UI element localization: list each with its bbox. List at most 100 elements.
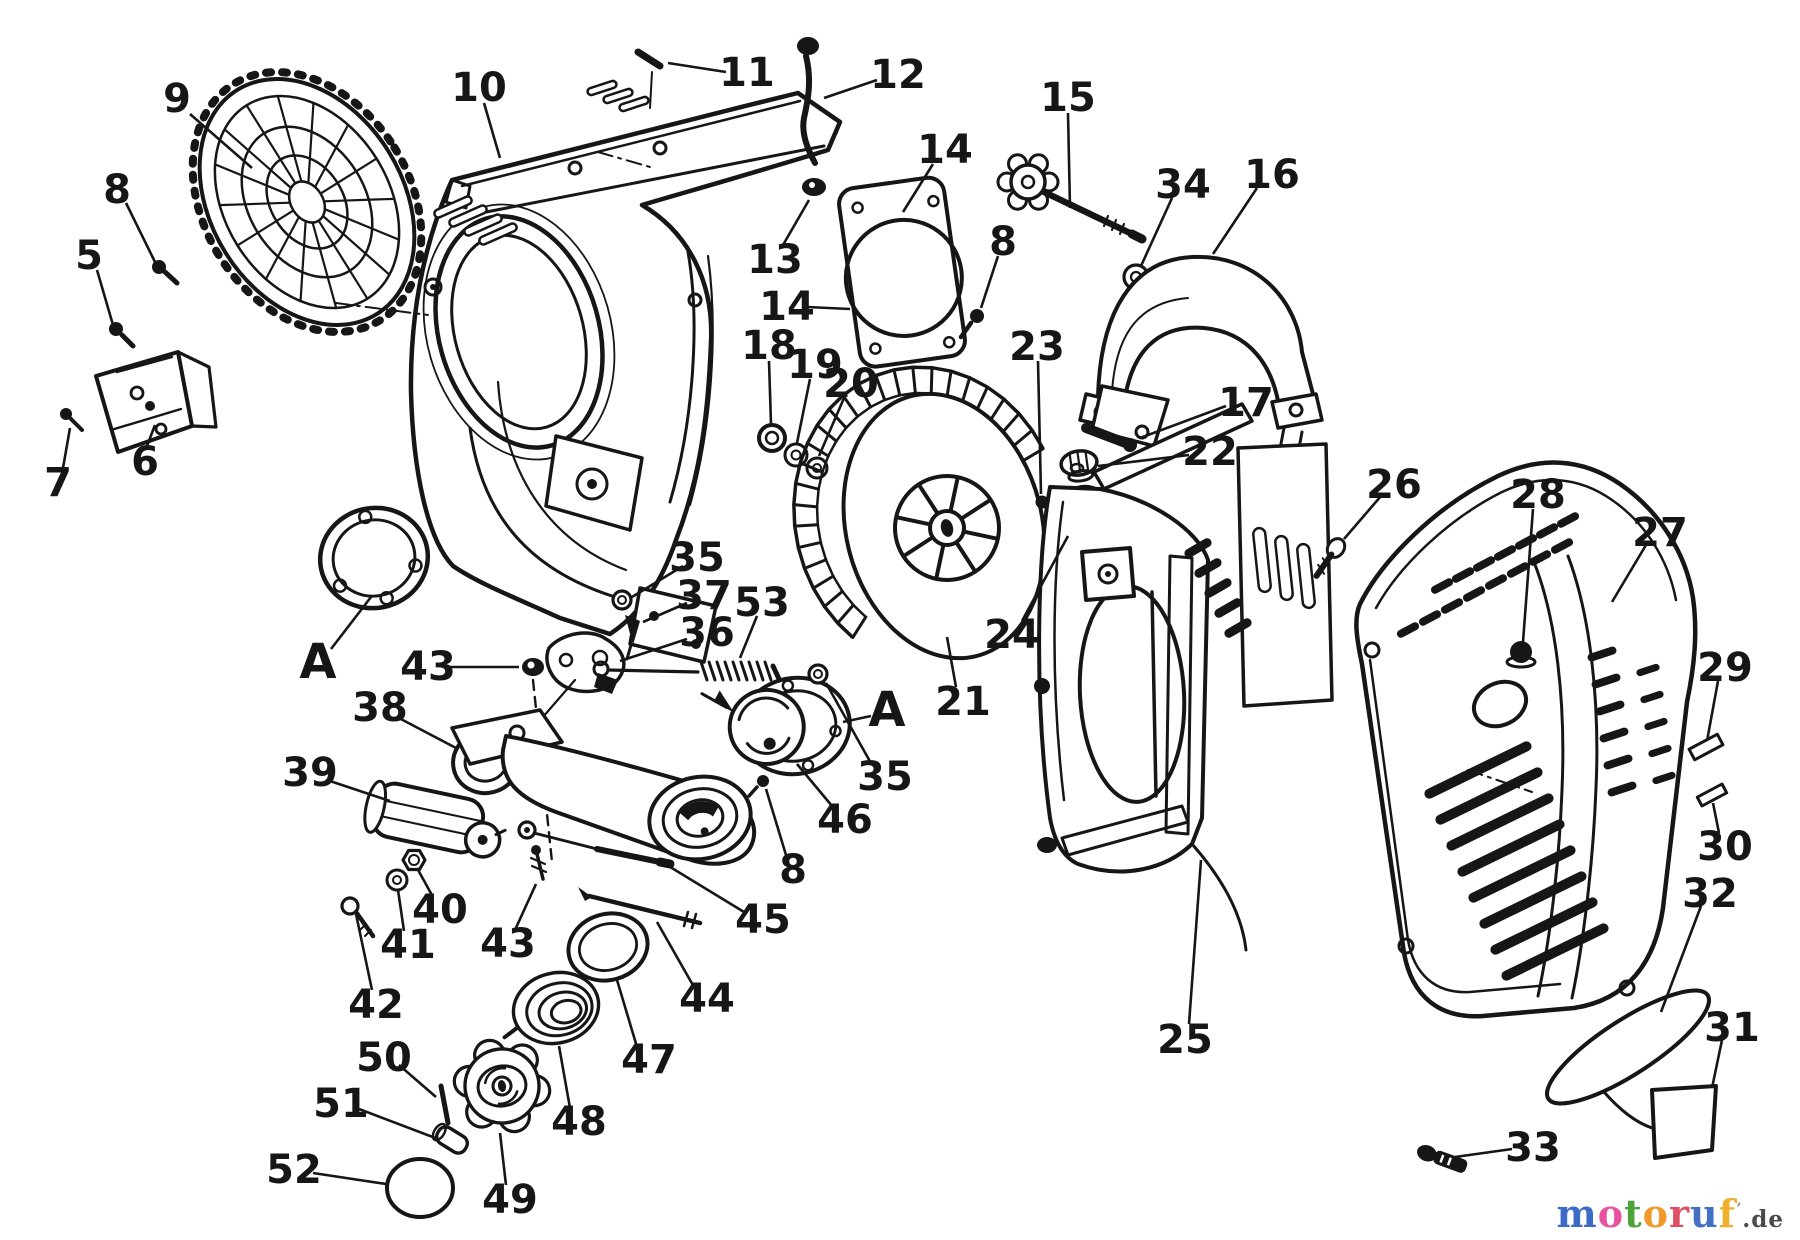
callout-leader-28 bbox=[1521, 508, 1535, 643]
callout-11: 11 bbox=[719, 50, 775, 96]
callout-16: 16 bbox=[1244, 152, 1300, 198]
clip-29 bbox=[1687, 732, 1725, 762]
callout-leader-46 bbox=[796, 763, 833, 807]
callout-leader-30 bbox=[1711, 802, 1721, 834]
pin-43b bbox=[529, 845, 548, 881]
callout-leader-10 bbox=[482, 102, 502, 159]
callout-leader-17 bbox=[1139, 404, 1227, 440]
pin-11 bbox=[634, 48, 664, 109]
callout-40: 40 bbox=[412, 887, 468, 933]
callout-leader-48 bbox=[557, 1045, 572, 1109]
callout-leader-40 bbox=[415, 867, 435, 898]
ring-47 bbox=[566, 911, 650, 983]
rope-45 bbox=[517, 820, 675, 869]
callout-33: 33 bbox=[1505, 1125, 1561, 1171]
callout-10: 10 bbox=[451, 65, 507, 111]
screw-33 bbox=[1417, 1144, 1468, 1173]
spring-bolt-53 bbox=[592, 660, 782, 682]
callout-leader-42 bbox=[354, 913, 374, 991]
callout-8: 8 bbox=[103, 167, 131, 213]
callout-leader-14 bbox=[806, 305, 851, 311]
callout-22: 22 bbox=[1182, 429, 1238, 475]
knob-15 bbox=[996, 153, 1147, 244]
callout-leader-14 bbox=[901, 163, 935, 213]
callout-44: 44 bbox=[679, 976, 735, 1022]
callout-51: 51 bbox=[313, 1081, 369, 1127]
screw-5 bbox=[109, 322, 136, 349]
logo-letter: f bbox=[1718, 1191, 1737, 1236]
callout-A: A bbox=[868, 682, 905, 738]
callout-leader-50 bbox=[398, 1064, 437, 1098]
gasket-ring-a bbox=[317, 505, 431, 611]
callout-29: 29 bbox=[1697, 645, 1753, 691]
rod-12 bbox=[797, 37, 819, 166]
nut-35a bbox=[611, 589, 633, 611]
screw-26 bbox=[1313, 537, 1347, 579]
callout-39: 39 bbox=[282, 750, 338, 796]
pin-50 bbox=[438, 1083, 451, 1126]
callout-leader-33 bbox=[1454, 1147, 1513, 1159]
cap-nut-28 bbox=[1505, 641, 1537, 669]
motoruf-logo[interactable]: motorufʼ.de bbox=[1557, 1191, 1785, 1236]
callout-leader-34 bbox=[1139, 197, 1174, 267]
callout-leader-27 bbox=[1610, 544, 1648, 603]
decal-32 bbox=[1544, 988, 1712, 1106]
callout-leader-24 bbox=[1020, 535, 1070, 622]
callout-leader-16 bbox=[1211, 187, 1259, 255]
callout-49: 49 bbox=[482, 1177, 538, 1223]
callout-53: 53 bbox=[734, 580, 790, 626]
callout-leader-20 bbox=[817, 397, 846, 457]
pawl-46 bbox=[700, 675, 852, 777]
callout-8: 8 bbox=[779, 847, 807, 893]
callout-leader-44 bbox=[655, 921, 696, 988]
callout-leader-47 bbox=[615, 979, 639, 1048]
callout-19: 19 bbox=[787, 342, 843, 388]
callout-43: 43 bbox=[400, 644, 456, 690]
logo-letter: m bbox=[1556, 1191, 1598, 1236]
callout-48: 48 bbox=[551, 1099, 607, 1145]
plate-31 bbox=[1602, 1084, 1718, 1160]
callout-20: 20 bbox=[823, 361, 879, 407]
callout-7: 7 bbox=[44, 460, 72, 506]
bracket-36 bbox=[545, 631, 626, 694]
callout-leader-29 bbox=[1705, 680, 1720, 742]
callout-leader-12 bbox=[823, 78, 878, 100]
callout-41: 41 bbox=[380, 922, 436, 968]
starter-cover bbox=[1354, 460, 1698, 1019]
callout-34: 34 bbox=[1155, 162, 1211, 208]
callout-30: 30 bbox=[1697, 824, 1753, 870]
callout-43: 43 bbox=[480, 921, 536, 967]
callout-14: 14 bbox=[759, 284, 815, 330]
bolt-42 bbox=[340, 896, 376, 939]
screw-7 bbox=[60, 408, 84, 432]
callout-leader-52 bbox=[312, 1171, 387, 1186]
callout-50: 50 bbox=[356, 1035, 412, 1081]
callout-leader-39 bbox=[326, 778, 391, 803]
bushing-51 bbox=[431, 1122, 470, 1155]
logo-letter: u bbox=[1690, 1191, 1719, 1236]
callout-8: 8 bbox=[989, 219, 1017, 265]
callout-leader-6 bbox=[145, 424, 157, 447]
callout-42: 42 bbox=[348, 982, 404, 1028]
callout-27: 27 bbox=[1632, 510, 1688, 556]
callout-37: 37 bbox=[676, 573, 732, 619]
screw-8b bbox=[958, 309, 984, 340]
callout-leader-8 bbox=[764, 788, 788, 856]
callout-leader-19 bbox=[795, 378, 812, 444]
callout-leader-41 bbox=[396, 889, 406, 932]
callout-leader-45 bbox=[661, 860, 745, 914]
callout-38: 38 bbox=[352, 685, 408, 731]
callout-leader-11 bbox=[667, 61, 727, 74]
debris-screen bbox=[188, 68, 426, 336]
callout-leader-43 bbox=[513, 883, 538, 931]
callout-18: 18 bbox=[741, 323, 797, 369]
callout-leader-25 bbox=[1187, 859, 1203, 1025]
callout-6: 6 bbox=[131, 439, 159, 485]
callout-26: 26 bbox=[1366, 462, 1422, 508]
screw-8a bbox=[152, 260, 180, 286]
callout-47: 47 bbox=[621, 1037, 677, 1083]
callout-leader-15 bbox=[1066, 112, 1072, 209]
callout-leader-22 bbox=[1097, 453, 1190, 468]
disc-52 bbox=[385, 1157, 455, 1219]
